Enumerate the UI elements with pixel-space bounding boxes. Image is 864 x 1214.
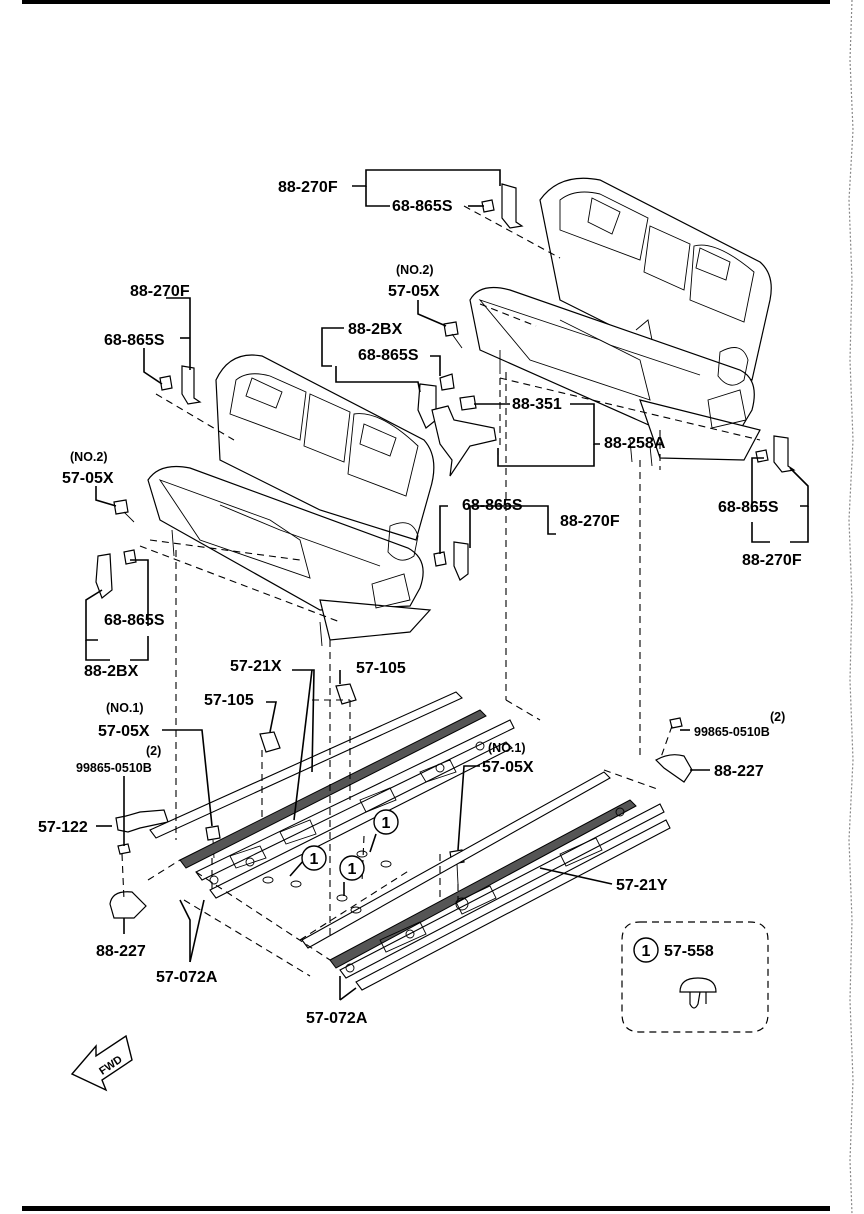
label-88-2BX-mid: 88-2BX <box>348 321 403 338</box>
legend-callout <box>633 937 659 963</box>
rivet-icon <box>679 977 717 1009</box>
label-88-270F-right: 88-270F <box>742 552 802 569</box>
label-57-05X-no1-left: 57-05X <box>98 723 150 740</box>
label-88-2BX-lower-left: 88-2BX <box>84 663 139 680</box>
svg-text:1: 1 <box>310 851 319 868</box>
right-rail-assembly <box>301 771 671 991</box>
label-57-105-center: 57-105 <box>356 660 406 677</box>
label-99865-right: 99865-0510B <box>694 725 770 739</box>
dashed-guides <box>121 205 761 977</box>
callout-1-a: 1 <box>373 809 399 835</box>
legend-callout-number: 1 <box>642 943 651 960</box>
right-edge-texture <box>848 0 854 1214</box>
label-no2-left: (NO.2) <box>70 450 108 464</box>
label-no1-right: (NO.1) <box>488 741 526 755</box>
label-88-270F-left: 88-270F <box>130 283 190 300</box>
bottom-border-bar <box>22 1206 830 1211</box>
rail-cap-center <box>335 683 357 705</box>
label-57-072A-left: 57-072A <box>156 969 218 986</box>
label-68-865S-left: 68-865S <box>104 332 165 349</box>
cover-right <box>655 754 693 783</box>
label-57-21X: 57-21X <box>230 658 282 675</box>
label-88-270F-upper: 88-270F <box>278 179 338 196</box>
label-88-258A: 88-258A <box>604 435 666 452</box>
callout-1-c: 1 <box>339 855 365 881</box>
label-57-05X-left: 57-05X <box>62 470 114 487</box>
label-99865-left: 99865-0510B <box>76 761 152 775</box>
label-68-865S-center: 68-865S <box>462 497 523 514</box>
label-68-865S-lower-left: 68-865S <box>104 612 165 629</box>
label-qty-left: (2) <box>146 744 161 758</box>
label-57-122: 57-122 <box>38 819 88 836</box>
label-no2-upper: (NO.2) <box>396 263 434 277</box>
legend-box: 1 57-558 <box>621 921 769 1033</box>
cover-left <box>109 891 147 919</box>
label-88-227-left: 88-227 <box>96 943 146 960</box>
label-68-865S-upper: 68-865S <box>392 198 453 215</box>
label-qty-right: (2) <box>770 710 785 724</box>
label-57-105-left: 57-105 <box>204 692 254 709</box>
rivets <box>262 850 392 914</box>
label-57-05X-no1-right: 57-05X <box>482 759 534 776</box>
label-57-072A-right: 57-072A <box>306 1010 368 1027</box>
label-no1-left: (NO.1) <box>106 701 144 715</box>
label-88-227-right: 88-227 <box>714 763 764 780</box>
hinge-brackets <box>95 183 796 599</box>
leader-lines <box>85 169 809 1001</box>
rear-right-seat <box>469 177 772 467</box>
fwd-arrow-icon: FWD <box>70 1034 133 1092</box>
label-57-21Y: 57-21Y <box>616 877 668 894</box>
svg-text:1: 1 <box>348 861 357 878</box>
top-border-bar <box>22 0 830 4</box>
front-left-seat <box>147 354 435 647</box>
plate-bracket <box>431 405 497 477</box>
bolts <box>113 321 683 885</box>
label-68-865S-mid: 68-865S <box>358 347 419 364</box>
svg-text:1: 1 <box>382 815 391 832</box>
left-rail-assembly <box>149 691 515 899</box>
legend-part-label: 57-558 <box>664 943 714 960</box>
label-88-270F-center: 88-270F <box>560 513 620 530</box>
rail-cap-left <box>259 731 281 753</box>
label-68-865S-right: 68-865S <box>718 499 779 516</box>
label-57-05X-upper: 57-05X <box>388 283 440 300</box>
label-88-351: 88-351 <box>512 396 562 413</box>
callout-1-b: 1 <box>301 845 327 871</box>
